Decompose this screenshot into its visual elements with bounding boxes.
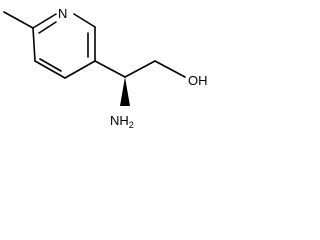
ring-bond-c5-c4	[64, 60, 96, 79]
ring-bond-n-c6	[73, 13, 96, 28]
methyl-bond	[3, 11, 34, 29]
ring-double-bond-2	[39, 58, 62, 72]
ring-bond-c4-c3	[34, 60, 66, 79]
chemical-structure: N OH NH2	[3, 6, 208, 130]
ring-double-bond-3	[38, 21, 57, 34]
chiral-to-ch2-bond	[124, 60, 156, 78]
hydroxyl-label: OH	[188, 73, 208, 88]
amino-label-main: NH	[110, 113, 129, 128]
stereo-wedge-bond	[120, 77, 130, 106]
ring-to-chiral-bond	[94, 60, 126, 78]
ch2-to-oh-bond	[154, 60, 186, 78]
ring-bond-c2-n	[32, 13, 57, 29]
amino-label: NH2	[110, 113, 134, 130]
pyridine-ring	[32, 13, 96, 79]
amino-subscript: 2	[129, 120, 134, 130]
ring-bond-c3-c2	[32, 27, 36, 62]
ring-nitrogen-label: N	[58, 6, 67, 21]
